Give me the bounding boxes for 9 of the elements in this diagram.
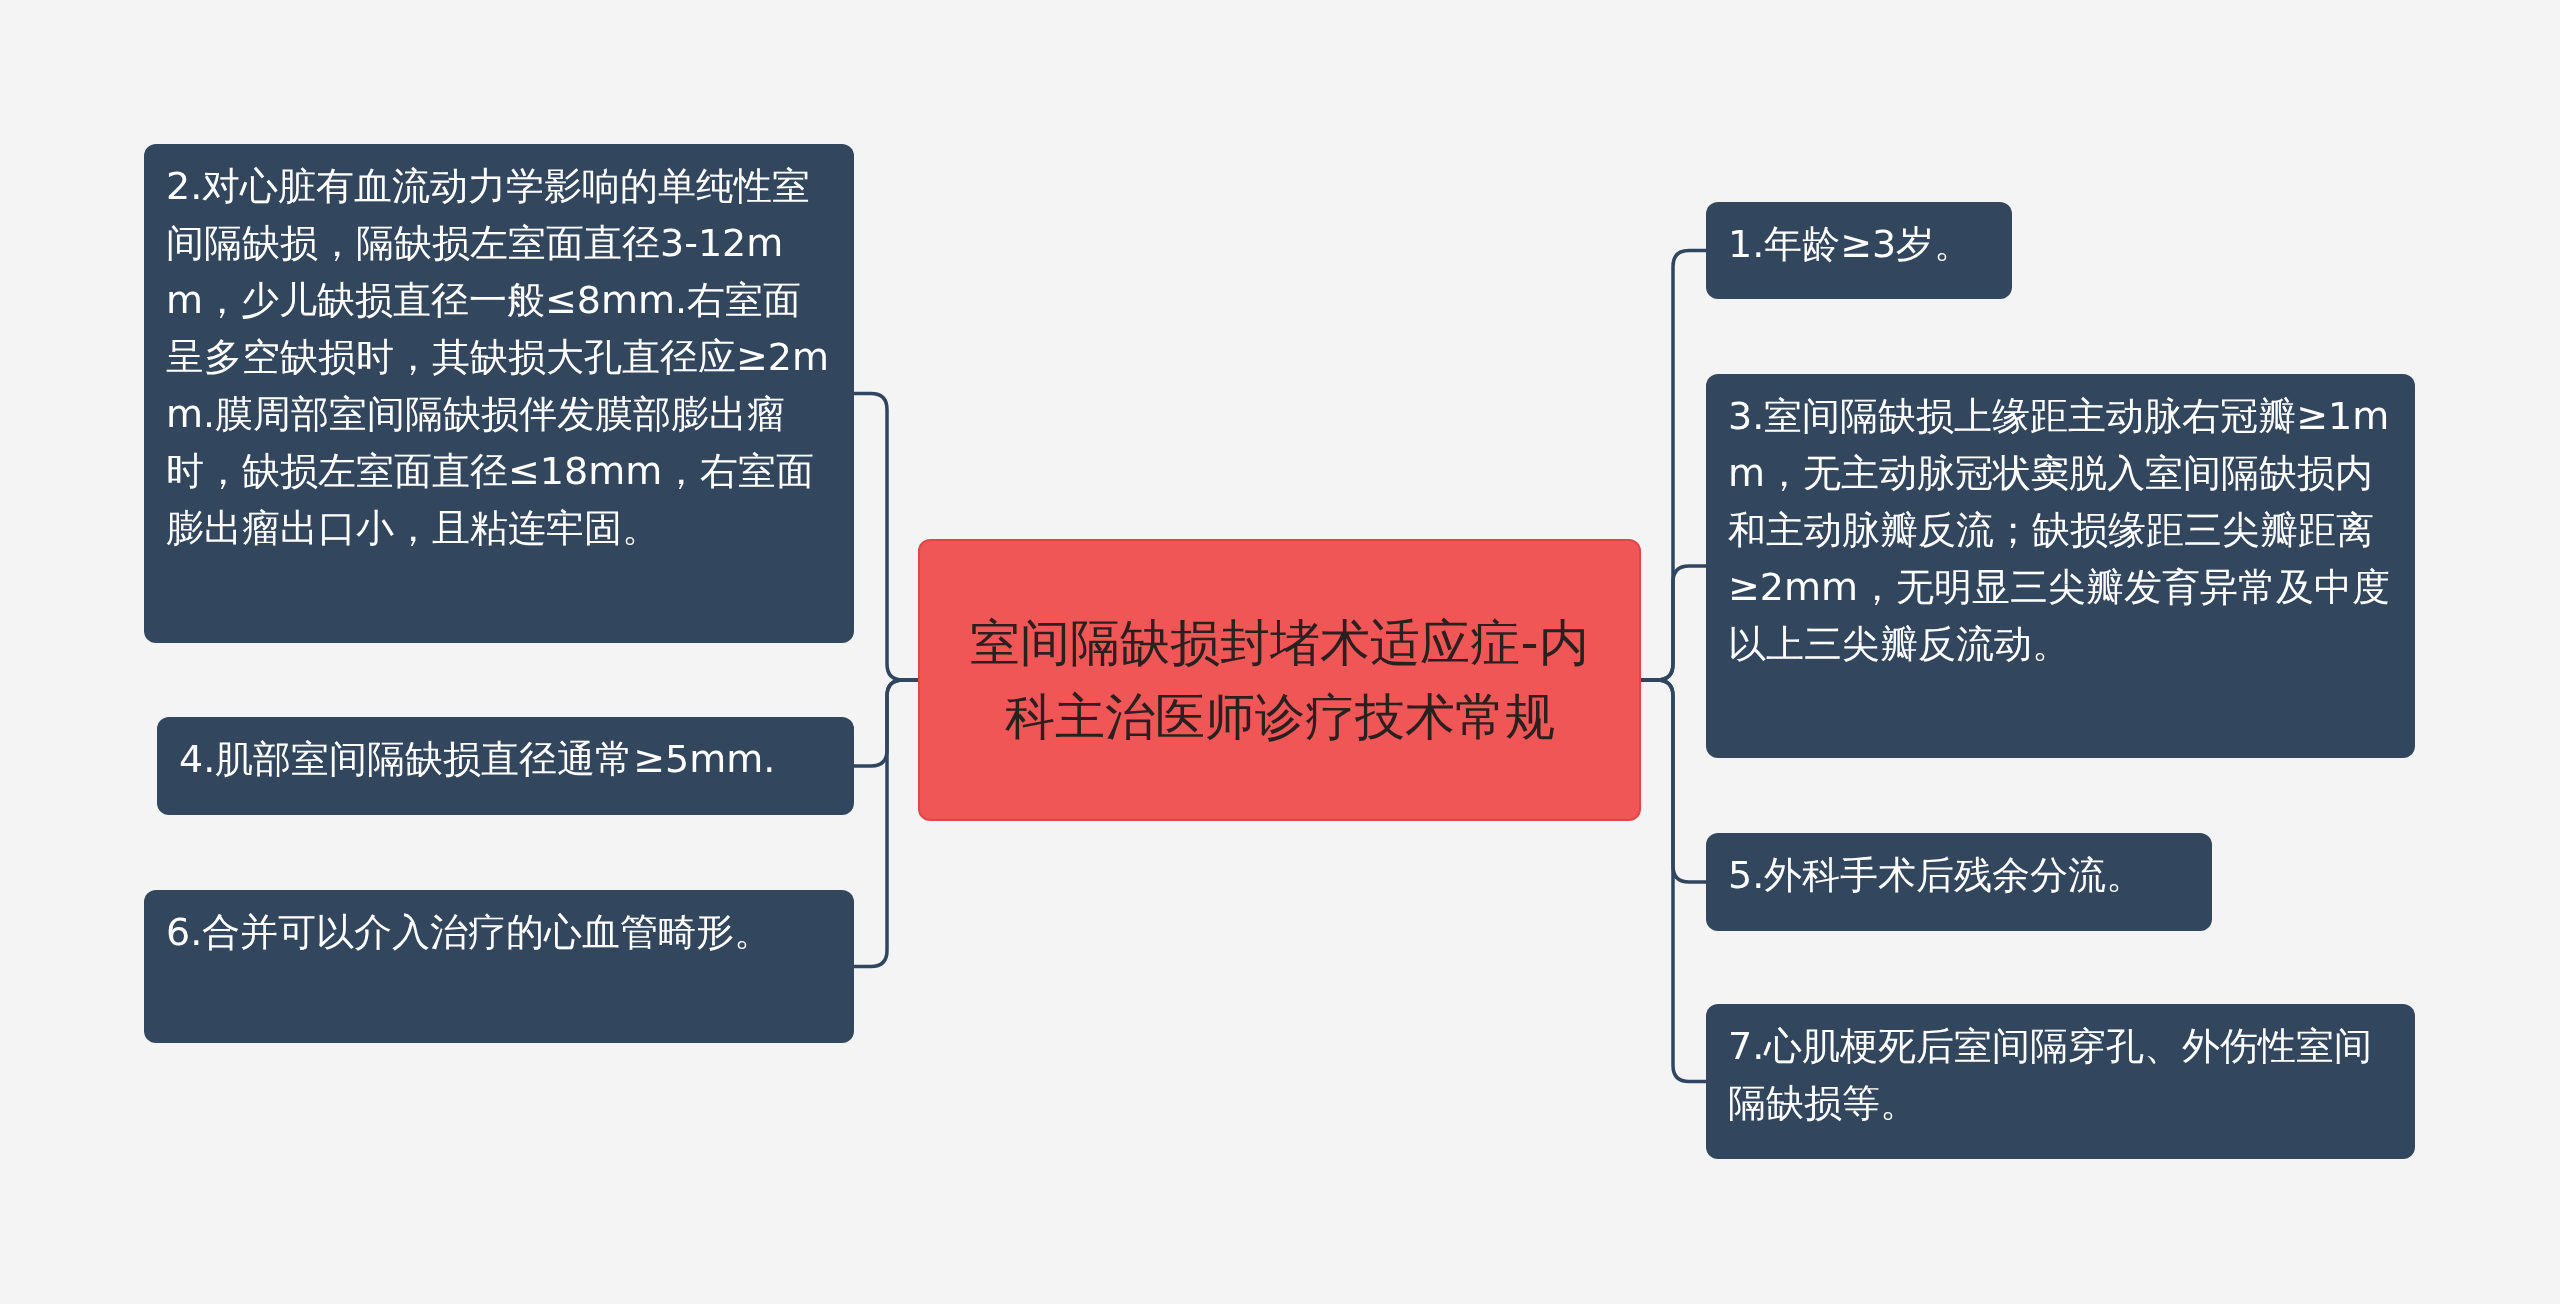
topic-box: 2.对心脏有血流动力学影响的单纯性室间隔缺损，隔缺损左室面直径3-12mm，少儿缺损直径一般≤8mm.右室面呈多空缺损时，其缺损大孔直径应≥2mm.膜周部室间隔缺损伴发膜部膨出瘤时，缺损左室面直径≤18mm，右室面膨出瘤出口小，且粘连牢固。 [144, 144, 854, 643]
topic-box: 4.肌部室间隔缺损直径通常≥5mm. [157, 717, 854, 815]
topic-box: 3.室间隔缺损上缘距主动脉右冠瓣≥1mm，无主动脉冠状窦脱入室间隔缺损内和主动脉瓣反流；缺损缘距三尖瓣距离≥2mm，无明显三尖瓣发育异常及中度以上三尖瓣反流动。 [1706, 374, 2415, 758]
topic-box: 5.外科手术后残余分流。 [1706, 833, 2212, 931]
topic-box: 6.合并可以介入治疗的心血管畸形。 [144, 890, 854, 1043]
topic-box: 1.年龄≥3岁。 [1706, 202, 2012, 299]
connector-line [1641, 678, 1706, 1084]
central-topic-box: 室间隔缺损封堵术适应症-内科主治医师诊疗技术常规 [918, 539, 1641, 821]
topic-box: 7.心肌梗死后室间隔穿孔、外伤性室间隔缺损等。 [1706, 1004, 2415, 1159]
